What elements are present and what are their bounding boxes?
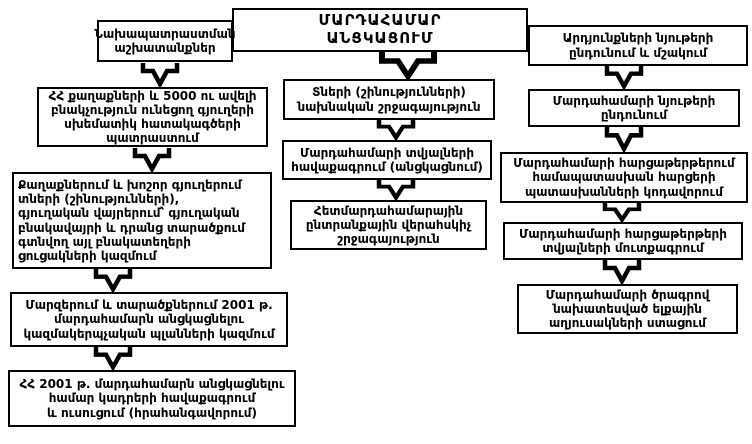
down-merge-arrow-icon — [594, 203, 650, 222]
down-merge-arrow-icon — [596, 127, 652, 152]
flow-box-output-tables: Մարդահամարի ծրագրով նախատեսված ելքային ա… — [517, 284, 738, 334]
flow-box-answers-coding: Մարդահամարի հարցաթերթերում համապատասխան … — [500, 152, 748, 203]
down-merge-arrow-icon — [368, 180, 424, 200]
flow-box-census-conduct: ՄԱՐԴԱՀԱՄԱՐ ԱՆՑԿԱՑՈՒՄ — [232, 8, 528, 52]
flow-box-census-data-collection: Մարդահամարի տվյալների հավաքագրում (անցկա… — [282, 140, 492, 180]
flow-box-building-lists: Քաղաքներում և խոշոր գյուղերում տների (շի… — [12, 172, 272, 269]
down-merge-arrow-icon — [594, 260, 650, 284]
flow-box-postcensus-control-round: Հետմարդահամարային ընտրանքային վերահսկիչ … — [290, 200, 487, 250]
down-merge-arrow-icon — [132, 63, 188, 87]
flow-box-results-reception-processing: Արդյունքների նյութերի ընդունում և մշակու… — [528, 25, 748, 66]
flow-box-staff-recruitment-training: ՀՀ 2001 թ. մարդահամարն անցկացնելու համար… — [8, 370, 296, 427]
flow-box-preliminary-round: Տների (շինությունների) նախնական շրջագայո… — [283, 79, 495, 120]
down-merge-arrow-icon — [596, 66, 652, 89]
down-merge-arrow-icon — [124, 148, 180, 172]
down-merge-arrow-icon — [85, 269, 141, 292]
flow-box-organizational-plans: Մարզերում և տարածքներում 2001 թ. մարդահա… — [10, 292, 288, 347]
down-merge-arrow-icon — [85, 347, 141, 370]
flow-box-questionnaire-data-entry: Մարդահամարի հարցաթերթերի տվյալների մուտք… — [503, 222, 743, 260]
flow-box-preparatory-works: Նախապատրաստման աշխատանքներ — [94, 20, 236, 62]
down-merge-arrow-icon — [366, 52, 450, 79]
flow-box-schematic-plans: ՀՀ քաղաքների և 5000 ու ավելի բնակչությու… — [37, 87, 268, 147]
down-merge-arrow-icon — [368, 120, 424, 140]
flow-box-materials-reception: Մարդահամարի նյութերի ընդունում — [528, 89, 740, 127]
